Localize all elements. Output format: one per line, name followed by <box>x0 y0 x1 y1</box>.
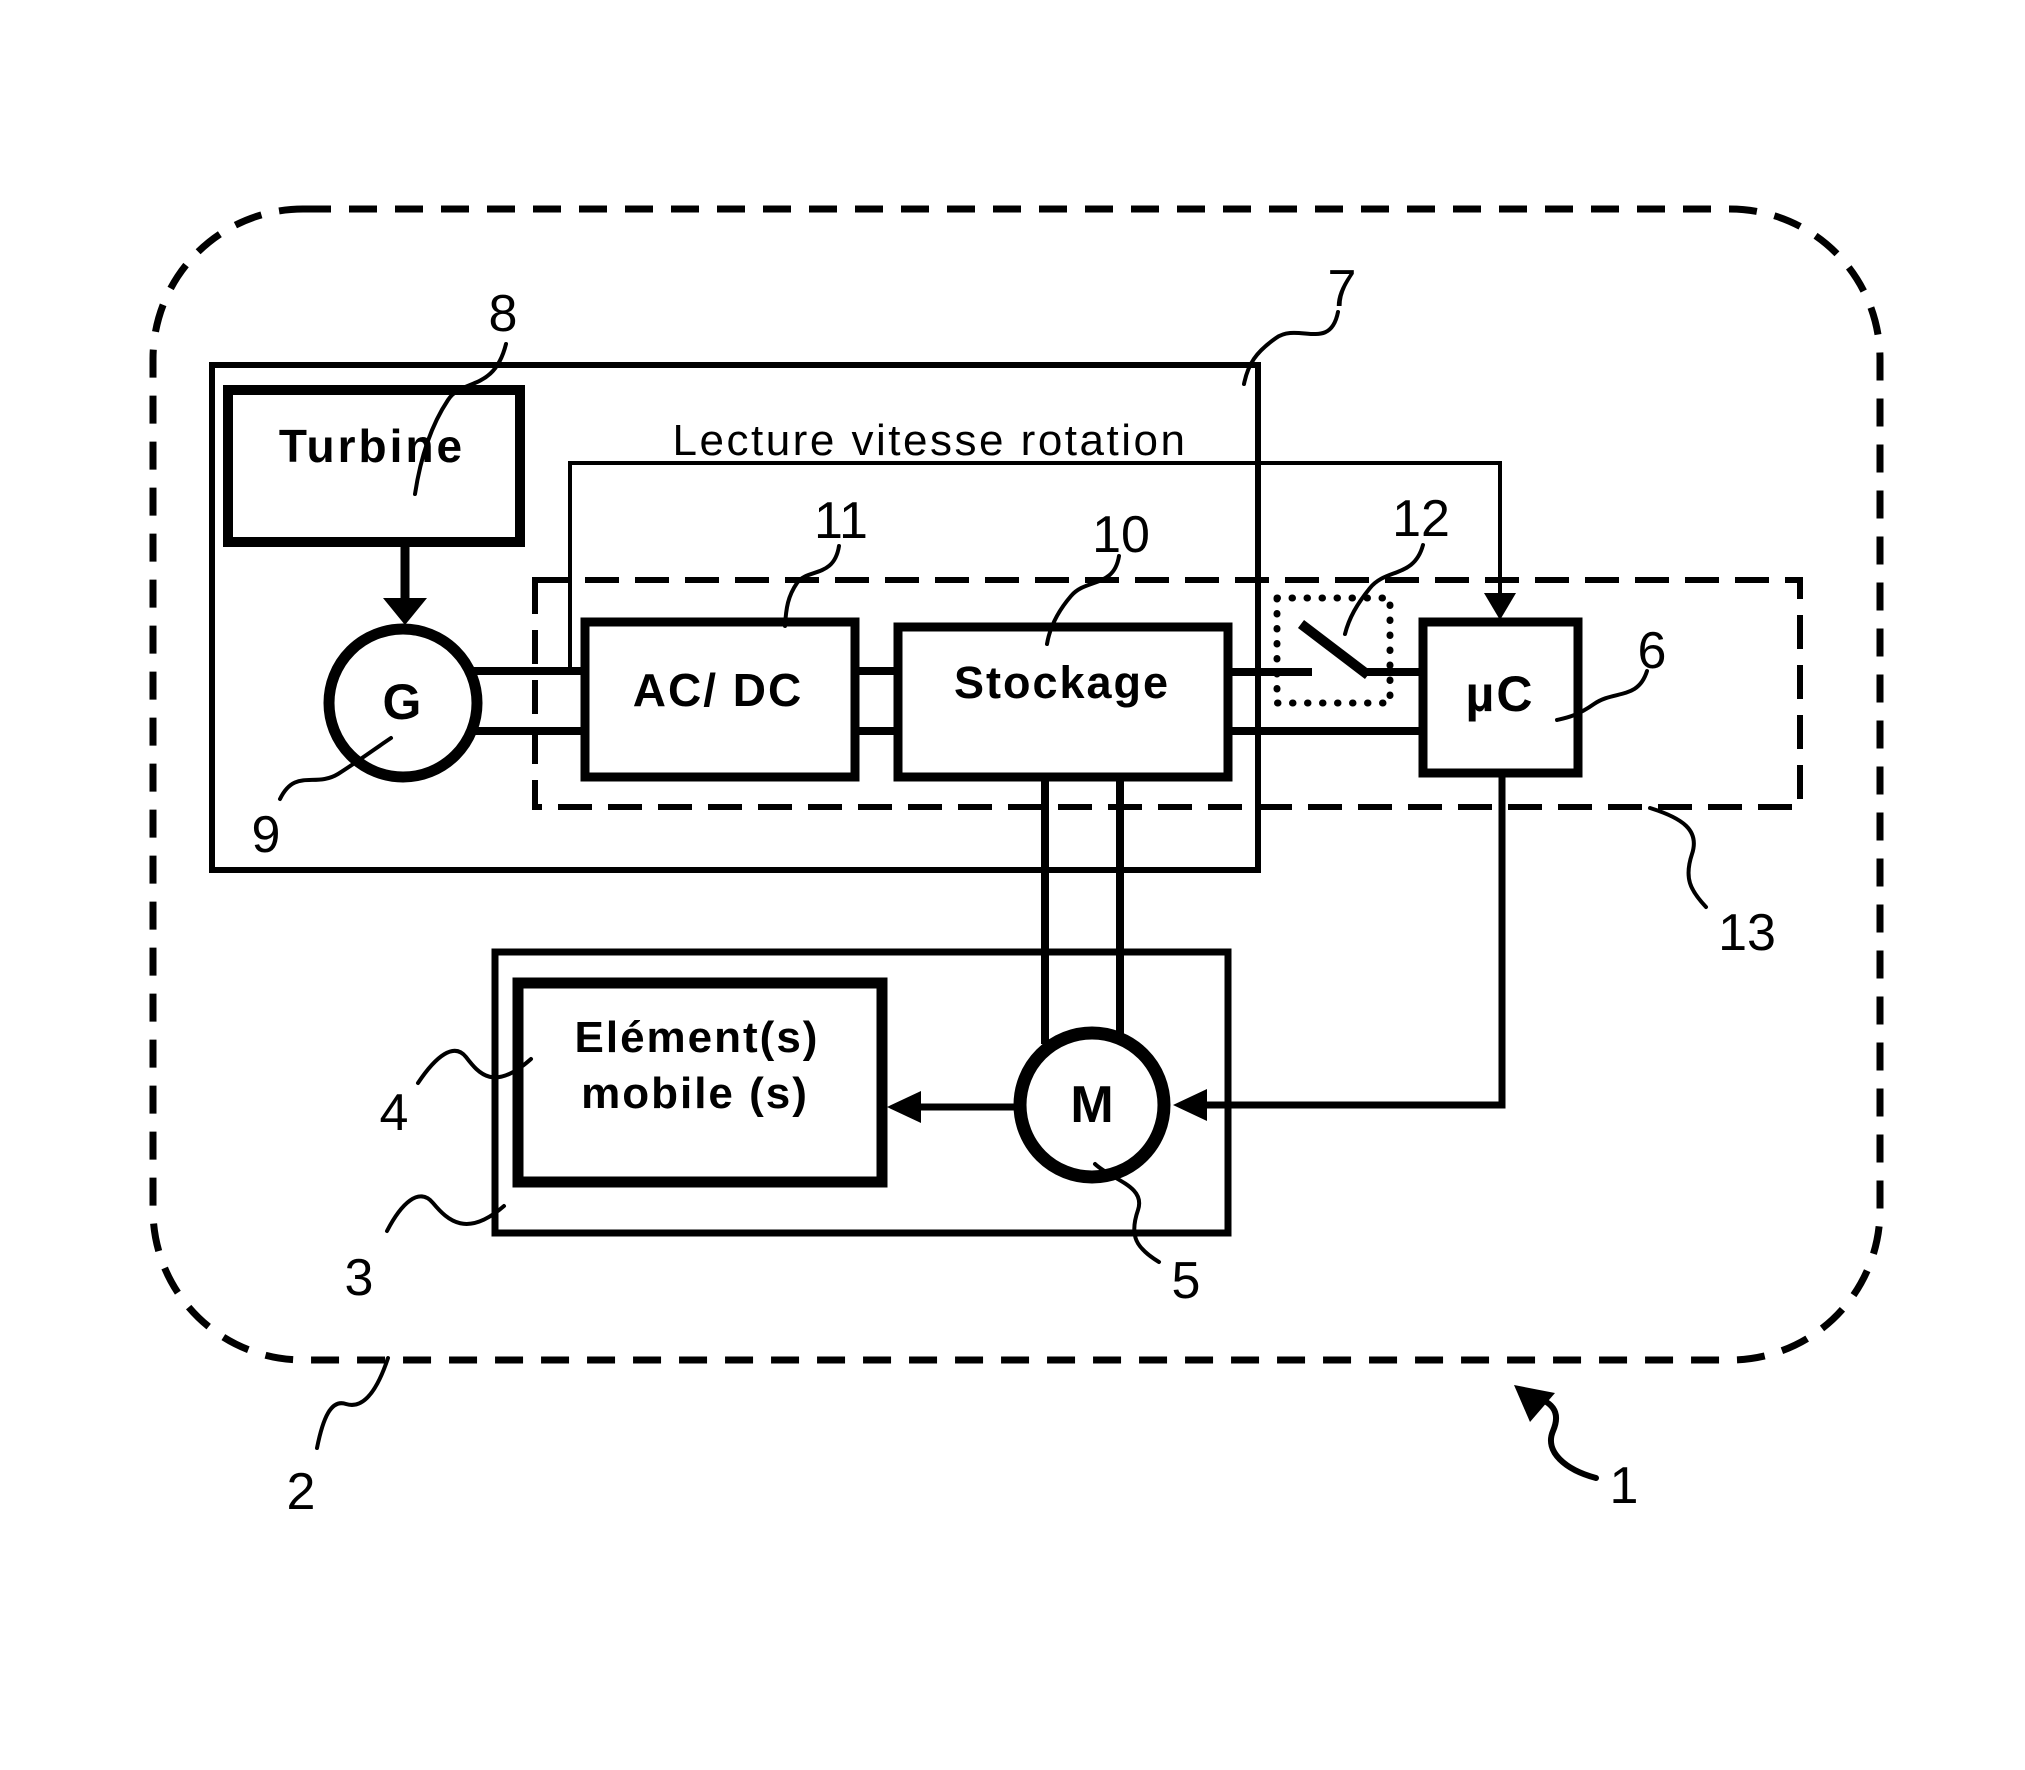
motor-label: M <box>1070 1076 1113 1134</box>
leader-10 <box>1045 554 1121 646</box>
ref-2: 2 <box>287 1463 316 1521</box>
speed-reading-arrowhead <box>1484 593 1516 620</box>
ref-3: 3 <box>345 1249 374 1307</box>
wires <box>400 461 1506 1111</box>
storage-label: Stockage <box>954 657 1170 708</box>
system-pointer-arrowhead <box>1514 1385 1555 1422</box>
micro-to-motor-path <box>1203 775 1506 1109</box>
speed-reading-wire <box>568 461 1502 669</box>
elements-label-line2: mobile (s) <box>581 1069 809 1118</box>
ref-8: 8 <box>489 285 518 343</box>
leader-12 <box>1343 543 1425 636</box>
labels: Turbine Lecture vitesse rotation G AC/ D… <box>252 260 1776 1521</box>
leader-6 <box>1555 669 1649 722</box>
micro-box <box>1418 617 1583 778</box>
system-pointer-shaft <box>1531 1393 1599 1481</box>
enclosures <box>149 205 1884 1364</box>
leader-4 <box>416 1049 533 1085</box>
generator-circle <box>323 623 483 783</box>
ref-12: 12 <box>1392 490 1450 548</box>
acdc-box <box>580 617 860 782</box>
ref-10: 10 <box>1092 506 1150 564</box>
leader-13 <box>1648 806 1708 909</box>
elements-box <box>512 977 888 1188</box>
ref-9: 9 <box>252 806 281 864</box>
module-box <box>491 948 1232 1237</box>
harvester-box <box>209 362 1261 873</box>
motor-to-elements-arrowhead <box>887 1091 921 1123</box>
leader-8 <box>413 342 508 496</box>
turbine-box <box>223 385 525 547</box>
leader-11 <box>783 544 841 628</box>
ref-4: 4 <box>380 1084 409 1142</box>
leader-3 <box>385 1194 506 1233</box>
outer-dashed-enclosure <box>149 205 1884 1364</box>
switch-dotted-box <box>1273 594 1394 707</box>
power-module-dashed-box <box>532 577 1803 810</box>
blocks <box>223 385 1583 1188</box>
ref-5: 5 <box>1172 1252 1201 1310</box>
leader-7 <box>1242 310 1340 386</box>
leaders <box>278 310 1708 1481</box>
elements-label-line1: Elément(s) <box>575 1013 820 1062</box>
leader-9 <box>278 736 393 801</box>
leader-5 <box>1093 1162 1161 1264</box>
leader-2 <box>315 1356 390 1450</box>
ref-6: 6 <box>1638 622 1667 680</box>
ref-7: 7 <box>1328 260 1357 318</box>
turbine-to-generator-arrowhead <box>383 598 427 625</box>
ref-13: 13 <box>1718 904 1776 962</box>
micro-label: µC <box>1466 666 1535 722</box>
ref-11: 11 <box>814 492 868 550</box>
storage-box <box>893 622 1233 782</box>
generator-label: G <box>383 674 422 730</box>
turbine-label: Turbine <box>279 420 465 472</box>
switch-blade <box>1297 620 1372 679</box>
motor-circle <box>1013 1026 1171 1184</box>
acdc-label: AC/ DC <box>633 664 803 716</box>
ref-1: 1 <box>1610 1457 1639 1515</box>
micro-to-motor-arrowhead <box>1173 1089 1207 1121</box>
speed-reading-label: Lecture vitesse rotation <box>673 416 1188 465</box>
arrowheads <box>383 593 1516 1123</box>
